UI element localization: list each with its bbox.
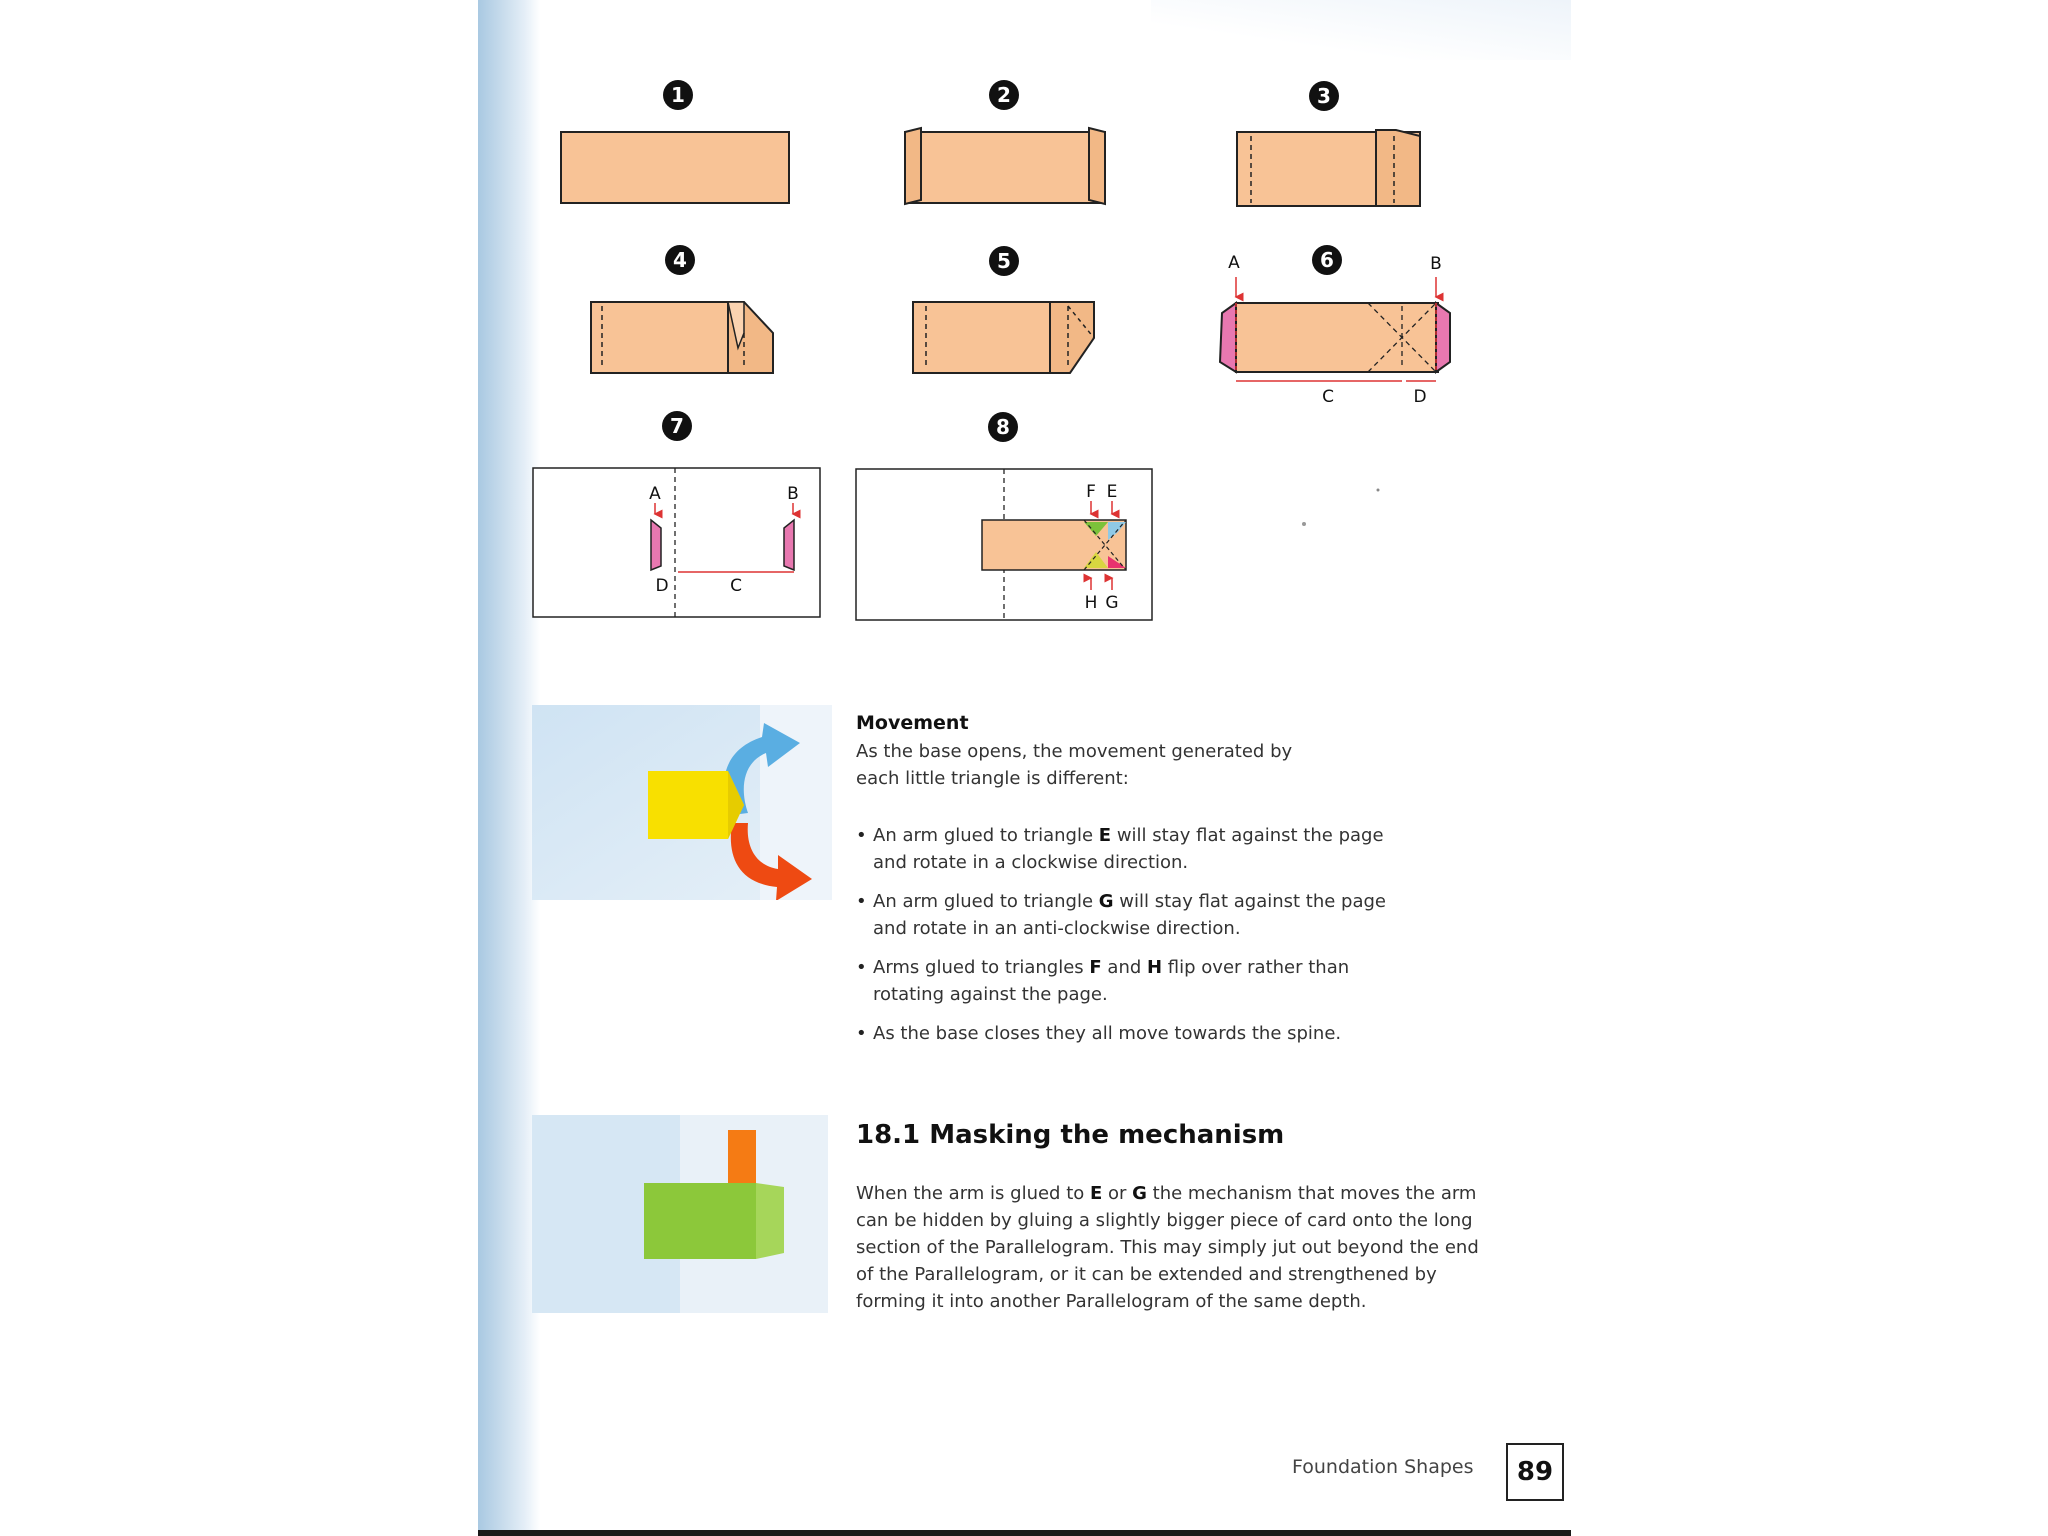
masking-photo (532, 1115, 828, 1313)
bullet-item: An arm glued to triangle E will stay fla… (856, 822, 1416, 876)
step-number-5: 5 (989, 246, 1019, 276)
step8-diagram: F E H G (856, 469, 1152, 620)
step6-card: A B C D (1220, 253, 1450, 407)
svg-text:2: 2 (997, 83, 1011, 107)
bullet-item: An arm glued to triangle G will stay fla… (856, 888, 1416, 942)
step7-label-a: A (649, 484, 661, 504)
step3-card (1237, 130, 1420, 206)
svg-text:8: 8 (996, 415, 1010, 439)
step-number-2: 2 (989, 80, 1019, 110)
step-number-3: 3 (1309, 81, 1339, 111)
svg-text:4: 4 (673, 248, 687, 272)
movement-intro-line-2: each little triangle is different: (856, 765, 1416, 792)
masking-heading: 18.1 Masking the mechanism (856, 1120, 1284, 1150)
step8-label-f: F (1086, 482, 1096, 502)
movement-heading: Movement (856, 712, 969, 734)
step6-label-a: A (1228, 253, 1240, 273)
footer-section-title: Foundation Shapes (1292, 1456, 1474, 1478)
svg-text:6: 6 (1320, 248, 1334, 272)
folding-diagrams: 1 2 3 4 5 6 7 8 (478, 0, 1571, 640)
book-page: 1 2 3 4 5 6 7 8 (478, 0, 1571, 1536)
step8-label-g: G (1105, 593, 1118, 613)
movement-intro: As the base opens, the movement generate… (856, 738, 1416, 792)
step-number-1: 1 (663, 80, 693, 110)
step8-label-h: H (1085, 593, 1098, 613)
svg-text:1: 1 (671, 83, 685, 107)
step6-label-d: D (1413, 387, 1426, 407)
step-number-6: 6 (1312, 245, 1342, 275)
step4-card (591, 302, 773, 373)
movement-bullet-list: An arm glued to triangle E will stay fla… (856, 822, 1416, 1059)
step8-label-e: E (1107, 482, 1118, 502)
step5-card (913, 302, 1094, 373)
bullet-item: Arms glued to triangles F and H flip ove… (856, 954, 1416, 1008)
svg-text:5: 5 (997, 249, 1011, 273)
step7-label-d: D (655, 576, 668, 596)
svg-text:3: 3 (1317, 84, 1331, 108)
step7-diagram: A B D C (533, 468, 820, 617)
movement-intro-line-1: As the base opens, the movement generate… (856, 738, 1416, 765)
step6-label-b: B (1430, 254, 1442, 274)
bullet-item: As the base closes they all move towards… (856, 1020, 1416, 1047)
movement-photo (532, 705, 832, 900)
step-number-7: 7 (662, 411, 692, 441)
page-bottom-edge (478, 1530, 1571, 1536)
page-number: 89 (1506, 1443, 1564, 1501)
step-number-4: 4 (665, 245, 695, 275)
step1-card (561, 132, 789, 203)
svg-text:7: 7 (670, 414, 684, 438)
step7-label-b: B (787, 484, 799, 504)
step2-card (905, 128, 1105, 204)
masking-paragraph: When the arm is glued to E or G the mech… (856, 1180, 1496, 1315)
step-number-8: 8 (988, 412, 1018, 442)
step7-label-c: C (730, 576, 742, 596)
step6-label-c: C (1322, 387, 1334, 407)
